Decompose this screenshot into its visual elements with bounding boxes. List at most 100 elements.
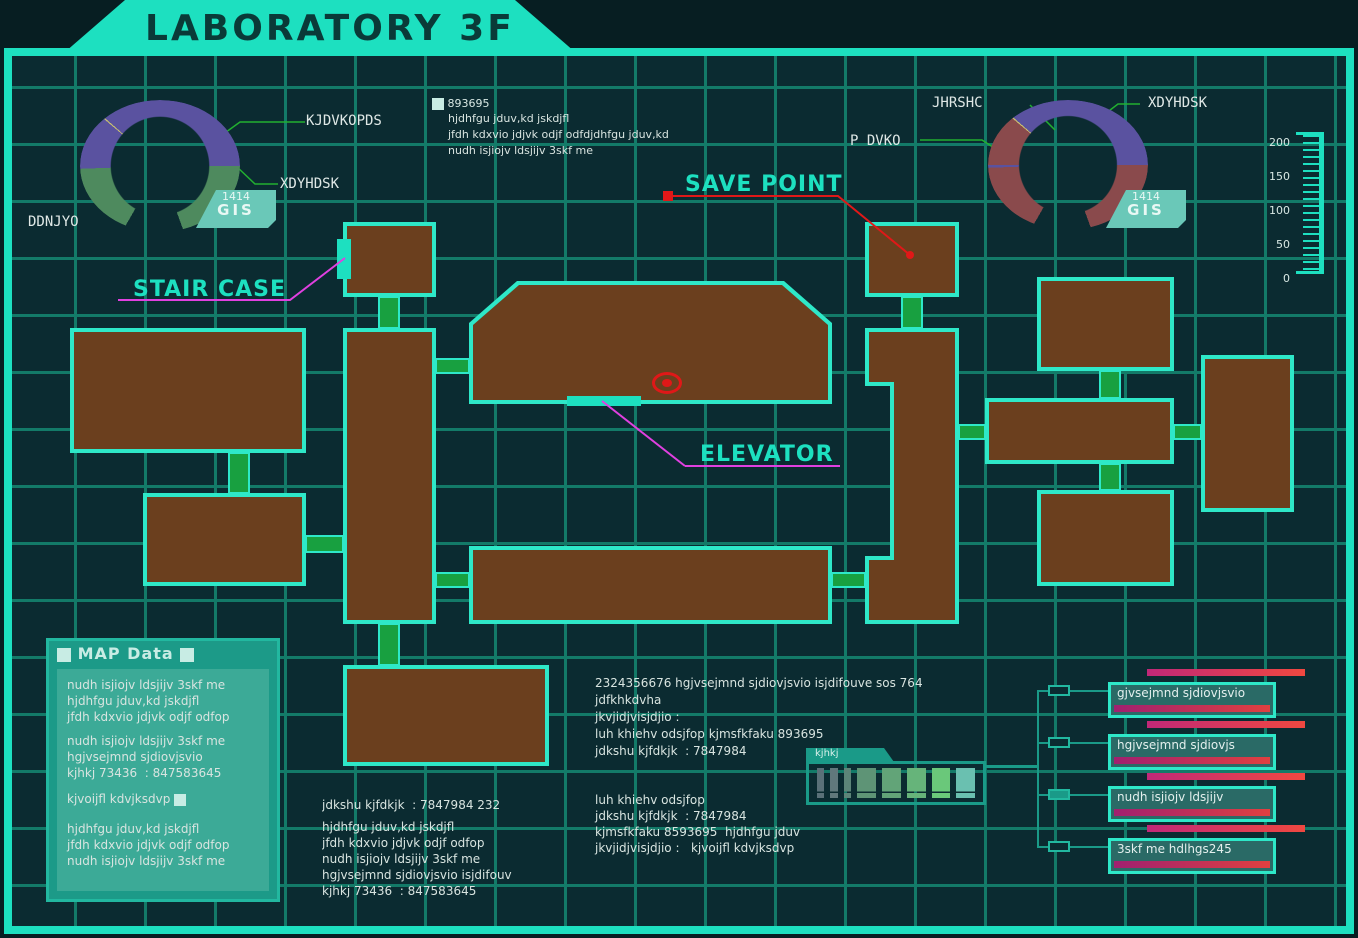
note-line: nudh isjiojv ldsjijv 3skf me: [322, 852, 481, 866]
meter-bar: [882, 768, 901, 798]
elevator-marker[interactable]: [567, 396, 641, 406]
stair-case-label: STAIR CASE: [133, 277, 286, 302]
legend-item-bar: [1114, 757, 1270, 764]
note-center-top: 2324356676 hgjvsejmnd sjdiovjsvio isjdif…: [595, 675, 923, 760]
scale-tick: 50: [1276, 238, 1290, 251]
legend-branch: [1037, 690, 1109, 692]
badge-number: 1414: [1132, 190, 1160, 203]
donut-right-label-left: P DVKO: [850, 133, 901, 149]
save-point-label: SAVE POINT: [685, 172, 843, 197]
map-data-line: kjvoijfl kdvjksdvp: [67, 792, 171, 806]
connector: [305, 535, 344, 553]
note-line: jfdh kdxvio jdjvk odjf odfop: [322, 836, 485, 850]
map-data-panel: MAP Data nudh isjiojv ldsjijv 3skf me hjd…: [46, 638, 280, 902]
room-west-corridor[interactable]: [343, 328, 436, 624]
legend-accent-bar: [1147, 721, 1305, 728]
room-west-upper[interactable]: [70, 328, 306, 453]
legend-item[interactable]: nudh isjiojv ldsjijv: [1108, 786, 1276, 822]
donut-right-label-top: JHRSHC: [932, 95, 983, 111]
connector: [1173, 424, 1202, 440]
map-data-line: kjhkj 73436 : 847583645: [67, 766, 222, 780]
note-line: jdkshu kjfdkjk : 7847984 232: [322, 798, 501, 812]
note-line: jdfkhkdvha: [595, 693, 662, 707]
square-icon: [180, 647, 195, 662]
note-line: luh khiehv odsjfop: [595, 793, 705, 807]
legend-item[interactable]: gjvsejmnd sjdiovjsvio: [1108, 682, 1276, 718]
meter-connector: [986, 765, 1038, 768]
meter-bar: [817, 768, 825, 798]
legend-tree-line: [1037, 690, 1039, 847]
legend-accent-bar: [1147, 825, 1305, 832]
note-line: jkvjidjvisjdjio : kjvoijfl kdvjksdvp: [595, 841, 795, 855]
donut-right-label-right: XDYHDSK: [1148, 95, 1208, 111]
meter-bar: [906, 768, 926, 798]
connector: [378, 623, 400, 666]
map-data-line: nudh isjiojv ldsjijv 3skf me: [67, 854, 226, 868]
note-line: jkvjidjvisjdjio :: [595, 710, 680, 724]
legend-item-label: 3skf me hdlhgs245: [1117, 842, 1232, 856]
map-data-line: jfdh kdxvio jdjvk odjf odfop: [67, 710, 230, 724]
legend-node[interactable]: [1048, 841, 1070, 852]
legend-item-label: gjvsejmnd sjdiovjsvio: [1117, 686, 1246, 700]
square-icon: [432, 98, 444, 110]
legend-item-bar: [1114, 705, 1270, 712]
connector: [435, 358, 470, 374]
legend-branch: [1037, 846, 1109, 848]
level-meter-label: kjhkj: [815, 748, 839, 759]
badge-text: GIS: [217, 201, 255, 219]
room-south-hall[interactable]: [469, 546, 832, 624]
room-west-lower[interactable]: [143, 493, 306, 586]
badge-text: GIS: [1127, 201, 1165, 219]
connector: [378, 296, 400, 329]
page-title: LABORATORY 3F: [145, 8, 515, 49]
note-head: 893695: [447, 97, 490, 110]
badge-number: 1414: [222, 190, 250, 203]
room-east-south[interactable]: [1037, 490, 1174, 586]
map-data-line: hgjvsejmnd sjdiovjsvio: [67, 750, 203, 764]
room-southwest[interactable]: [343, 665, 549, 766]
legend-item-label: hgjvsejmnd sjdiovjs: [1117, 738, 1235, 752]
donut-left-label-right: XDYHDSK: [280, 176, 340, 192]
note-line: jdkshu kjfdkjk : 7847984: [595, 809, 747, 823]
level-meter-tab: [806, 748, 894, 762]
scale-tick: 100: [1269, 204, 1290, 217]
square-icon: [57, 647, 71, 662]
note-line: hjdhfgu jduv,kd jskdjfl: [322, 820, 455, 834]
legend-node[interactable]: [1048, 737, 1070, 748]
legend-item-bar: [1114, 861, 1270, 868]
legend-branch: [1037, 742, 1109, 744]
room-central-hall[interactable]: [473, 285, 828, 400]
note-line: kjhkj 73436 : 847583645: [322, 884, 477, 898]
scale-tick: 0: [1283, 272, 1290, 285]
map-data-body: nudh isjiojv ldsjijv 3skf me hjdhfgu jduv…: [57, 669, 269, 891]
room-far-east[interactable]: [1201, 355, 1294, 512]
scale-tick: 150: [1269, 170, 1290, 183]
legend-item-label: nudh isjiojv ldsjijv: [1117, 790, 1224, 804]
donut-left-label-bottom: DDNJYO: [28, 214, 79, 230]
meter-bar: [956, 768, 975, 798]
map-data-line: hjdhfgu jduv,kd jskdjfl: [67, 822, 200, 836]
note-line: luh khiehv odsjfop kjmsfkfaku 893695: [595, 727, 824, 741]
connector: [901, 296, 923, 329]
legend-node[interactable]: [1048, 685, 1070, 696]
legend-item[interactable]: 3skf me hdlhgs245: [1108, 838, 1276, 874]
current-location-icon: [652, 372, 682, 394]
note-line: hjdhfgu jduv,kd jskdjfl: [448, 112, 570, 125]
title-tab: [65, 0, 575, 52]
room-east-middle[interactable]: [985, 398, 1174, 464]
map-data-line: nudh isjiojv ldsjijv 3skf me: [67, 734, 226, 748]
connector: [435, 572, 470, 588]
room-east-north[interactable]: [1037, 277, 1174, 371]
legend-node[interactable]: [1048, 789, 1070, 800]
map-data-title: MAP Data: [77, 644, 174, 663]
legend-accent-bar: [1147, 773, 1305, 780]
legend-item[interactable]: hgjvsejmnd sjdiovjs: [1108, 734, 1276, 770]
legend-item-bar: [1114, 809, 1270, 816]
meter-bar: [843, 768, 852, 798]
note-line: jdkshu kjfdkjk : 7847984: [595, 744, 747, 758]
legend-branch: [1037, 794, 1109, 796]
room-save-point[interactable]: [865, 222, 959, 297]
meter-bar: [931, 768, 951, 798]
connector: [228, 452, 250, 494]
